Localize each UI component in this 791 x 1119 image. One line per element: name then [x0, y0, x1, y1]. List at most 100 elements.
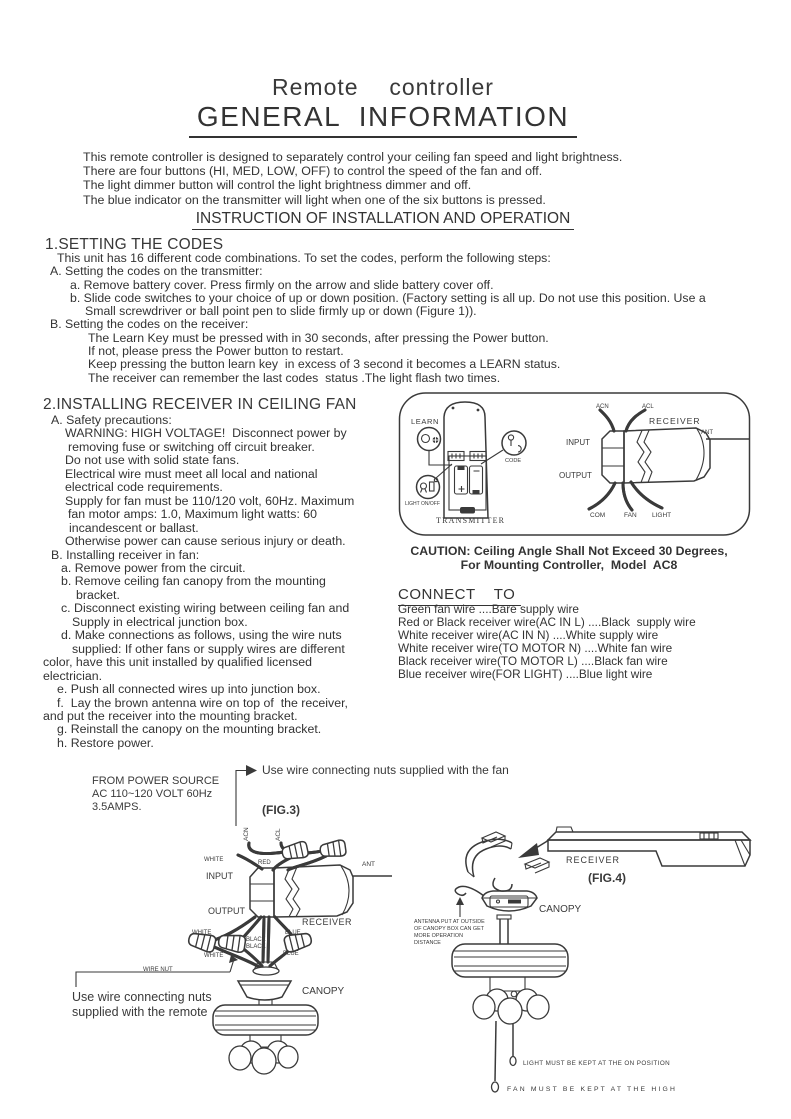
- fig3-label-acl: ACL: [275, 828, 282, 841]
- text-line: electrician.: [43, 668, 103, 683]
- text-line: supplied: If other fans or supply wires …: [72, 641, 345, 656]
- fig3-label-black2: BLACK: [246, 944, 266, 950]
- installation-figures: Use wire connecting nuts supplied with t…: [72, 763, 752, 1093]
- remote-nuts-note-line1: Use wire connecting nuts: [72, 990, 212, 1004]
- chain-ring-icon: [490, 1081, 500, 1093]
- fig1-label-input: INPUT: [566, 438, 590, 447]
- main-title-text: GENERAL INFORMATION: [188, 101, 578, 138]
- text-line: color, have this unit installed by quali…: [43, 655, 312, 670]
- fig3-label-blue1: BLUE: [285, 930, 301, 936]
- connect-to-text: CONNECT TO: [398, 586, 522, 606]
- fig1-label-com: COM: [590, 512, 605, 519]
- fig4-receiver-drawing: [546, 826, 752, 867]
- fig1-label-acn: ACN: [596, 404, 609, 410]
- power-source-line1: FROM POWER SOURCE: [92, 775, 219, 787]
- text-line: The Learn Key must be pressed with in 30…: [88, 330, 549, 345]
- text-line: Electrical wire must meet all local and …: [65, 466, 318, 481]
- fig3-fan-drawing: [212, 961, 319, 1075]
- text-line: c. Disconnect existing wiring between ce…: [61, 601, 350, 616]
- light-chain-note: LIGHT MUST BE KEPT AT THE ON POSITION: [523, 1060, 670, 1067]
- fig3-label-acn: ACN: [243, 827, 250, 841]
- fig1-label-ant: ANT: [701, 430, 713, 436]
- fig3-label-red: RED: [258, 860, 271, 866]
- figure1-diagram: LEARN CODE LIGHT ON/OFF TRANSMITTER: [398, 392, 751, 536]
- text-line: b. Remove ceiling fan canopy from the mo…: [61, 574, 326, 589]
- text-line: This unit has 16 different code combinat…: [57, 251, 551, 265]
- text-line: The receiver can remember the last codes…: [88, 370, 501, 385]
- fig1-label-light: LIGHT: [652, 512, 671, 519]
- fig3-label-input: INPUT: [206, 871, 234, 881]
- fig3-label-white-top: WHITE: [204, 857, 223, 863]
- text-line: The blue indicator on the transmitter wi…: [83, 192, 546, 207]
- power-source-line2: AC 110~120 VOLT 60Hz: [92, 788, 212, 800]
- fig1-label-output: OUTPUT: [559, 471, 592, 480]
- text-line: Red or Black receiver wire(AC IN L) ....…: [398, 615, 696, 630]
- page-main-title: GENERAL INFORMATION: [0, 101, 766, 138]
- text-line: g. Reinstall the canopy on the mounting …: [57, 722, 322, 737]
- section1-heading: 1.SETTING THE CODES: [45, 236, 224, 253]
- callout-line: [75, 971, 230, 987]
- fig4-label-canopy: CANOPY: [539, 904, 582, 915]
- fig4-label: (FIG.4): [588, 871, 626, 885]
- fig4-fan-drawing: [451, 914, 569, 1093]
- fig3-lower-wiring: [186, 915, 314, 969]
- figure1-border: [398, 392, 751, 536]
- text-line: Keep pressing the button learn key in ex…: [88, 357, 561, 372]
- receiver-drawing: [587, 408, 749, 512]
- text-line: The light dimmer button will control the…: [83, 178, 472, 193]
- text-line: Small screwdriver or ball point pen to s…: [85, 304, 477, 319]
- fig3-label-ant: ANT: [362, 861, 375, 868]
- text-line: d. Make connections as follows, using th…: [61, 628, 342, 643]
- power-source-line3: 3.5AMPS.: [92, 801, 142, 813]
- text-line: Blue receiver wire(FOR LIGHT) ....Blue l…: [398, 667, 653, 682]
- fig4-label-receiver: RECEIVER: [566, 855, 620, 865]
- antenna-wire: [454, 885, 485, 897]
- antenna-note-line3: MORE OPERATION: [414, 933, 463, 939]
- text-line: electrical code requirements.: [65, 480, 223, 495]
- wire-nut-icon: [280, 839, 310, 863]
- text-line: and put the receiver into the mounting b…: [43, 708, 298, 723]
- callout-line: [235, 769, 246, 826]
- text-line: Do not use with solid state fans.: [65, 453, 240, 468]
- text-line: There are four buttons (HI, MED, LOW, OF…: [83, 164, 543, 179]
- antenna-note-line4: DISTANCE: [414, 940, 441, 946]
- learn-button-icon: [416, 426, 452, 466]
- text-line: B. Setting the codes on the receiver:: [50, 317, 249, 332]
- fig1-label-learn: LEARN: [411, 417, 439, 426]
- fig3-label-blue2: BLUE: [283, 951, 299, 957]
- text-line: White receiver wire(AC IN N) ....White s…: [398, 628, 659, 643]
- subtitle-text: INSTRUCTION OF INSTALLATION AND OPERATIO…: [191, 210, 575, 230]
- fig4-canopy-drawing: [454, 885, 538, 917]
- fig1-label-fan: FAN: [624, 512, 637, 519]
- fig4-bracket-drawing: [465, 831, 551, 892]
- text-line: incandescent or ballast.: [69, 520, 199, 535]
- section1-body: This unit has 16 different code combinat…: [45, 251, 706, 385]
- fig3-label-black1: BLACK: [246, 937, 266, 943]
- arrow-icon: [518, 843, 539, 858]
- fig3-label-output: OUTPUT: [208, 906, 246, 916]
- fig1-label-receiver: RECEIVER: [649, 416, 700, 426]
- fig3-label-receiver: RECEIVER: [302, 917, 352, 927]
- text-line: b. Slide code switches to your choice of…: [70, 290, 706, 305]
- fig1-label-transmitter: TRANSMITTER: [436, 516, 505, 525]
- subtitle: INSTRUCTION OF INSTALLATION AND OPERATIO…: [0, 210, 766, 230]
- text-line: removing fuse or switching off circuit b…: [68, 439, 315, 454]
- text-line: h. Restore power.: [57, 735, 154, 750]
- intro-paragraph: This remote controller is designed to se…: [83, 150, 622, 207]
- fig1-label-light-onoff: LIGHT ON/OFF: [405, 501, 440, 507]
- code-switch-icon: [480, 430, 527, 465]
- text-line: WARNING: HIGH VOLTAGE! Disconnect power …: [65, 426, 347, 441]
- caution-line1: CAUTION: Ceiling Angle Shall Not Exceed …: [410, 544, 728, 558]
- fig1-label-acl: ACL: [642, 404, 654, 410]
- fig3-label-canopy: CANOPY: [302, 986, 345, 997]
- connect-to-heading: CONNECT TO: [398, 586, 522, 606]
- text-line: If not, please press the Power button to…: [88, 344, 344, 359]
- arrow-up-icon: [456, 897, 464, 905]
- text-line: Otherwise power can cause serious injury…: [65, 534, 346, 549]
- text-line: bracket.: [76, 587, 120, 602]
- text-line: This remote controller is designed to se…: [83, 150, 623, 164]
- caution-line2: For Mounting Controller, Model AC8: [460, 557, 678, 572]
- section2-body: A. Safety precautions: WARNING: HIGH VOL…: [43, 413, 411, 750]
- text-line: White receiver wire(TO MOTOR N) ....Whit…: [398, 641, 673, 656]
- connect-to-list: Green fan wire ....Bare supply wire Red …: [398, 602, 696, 682]
